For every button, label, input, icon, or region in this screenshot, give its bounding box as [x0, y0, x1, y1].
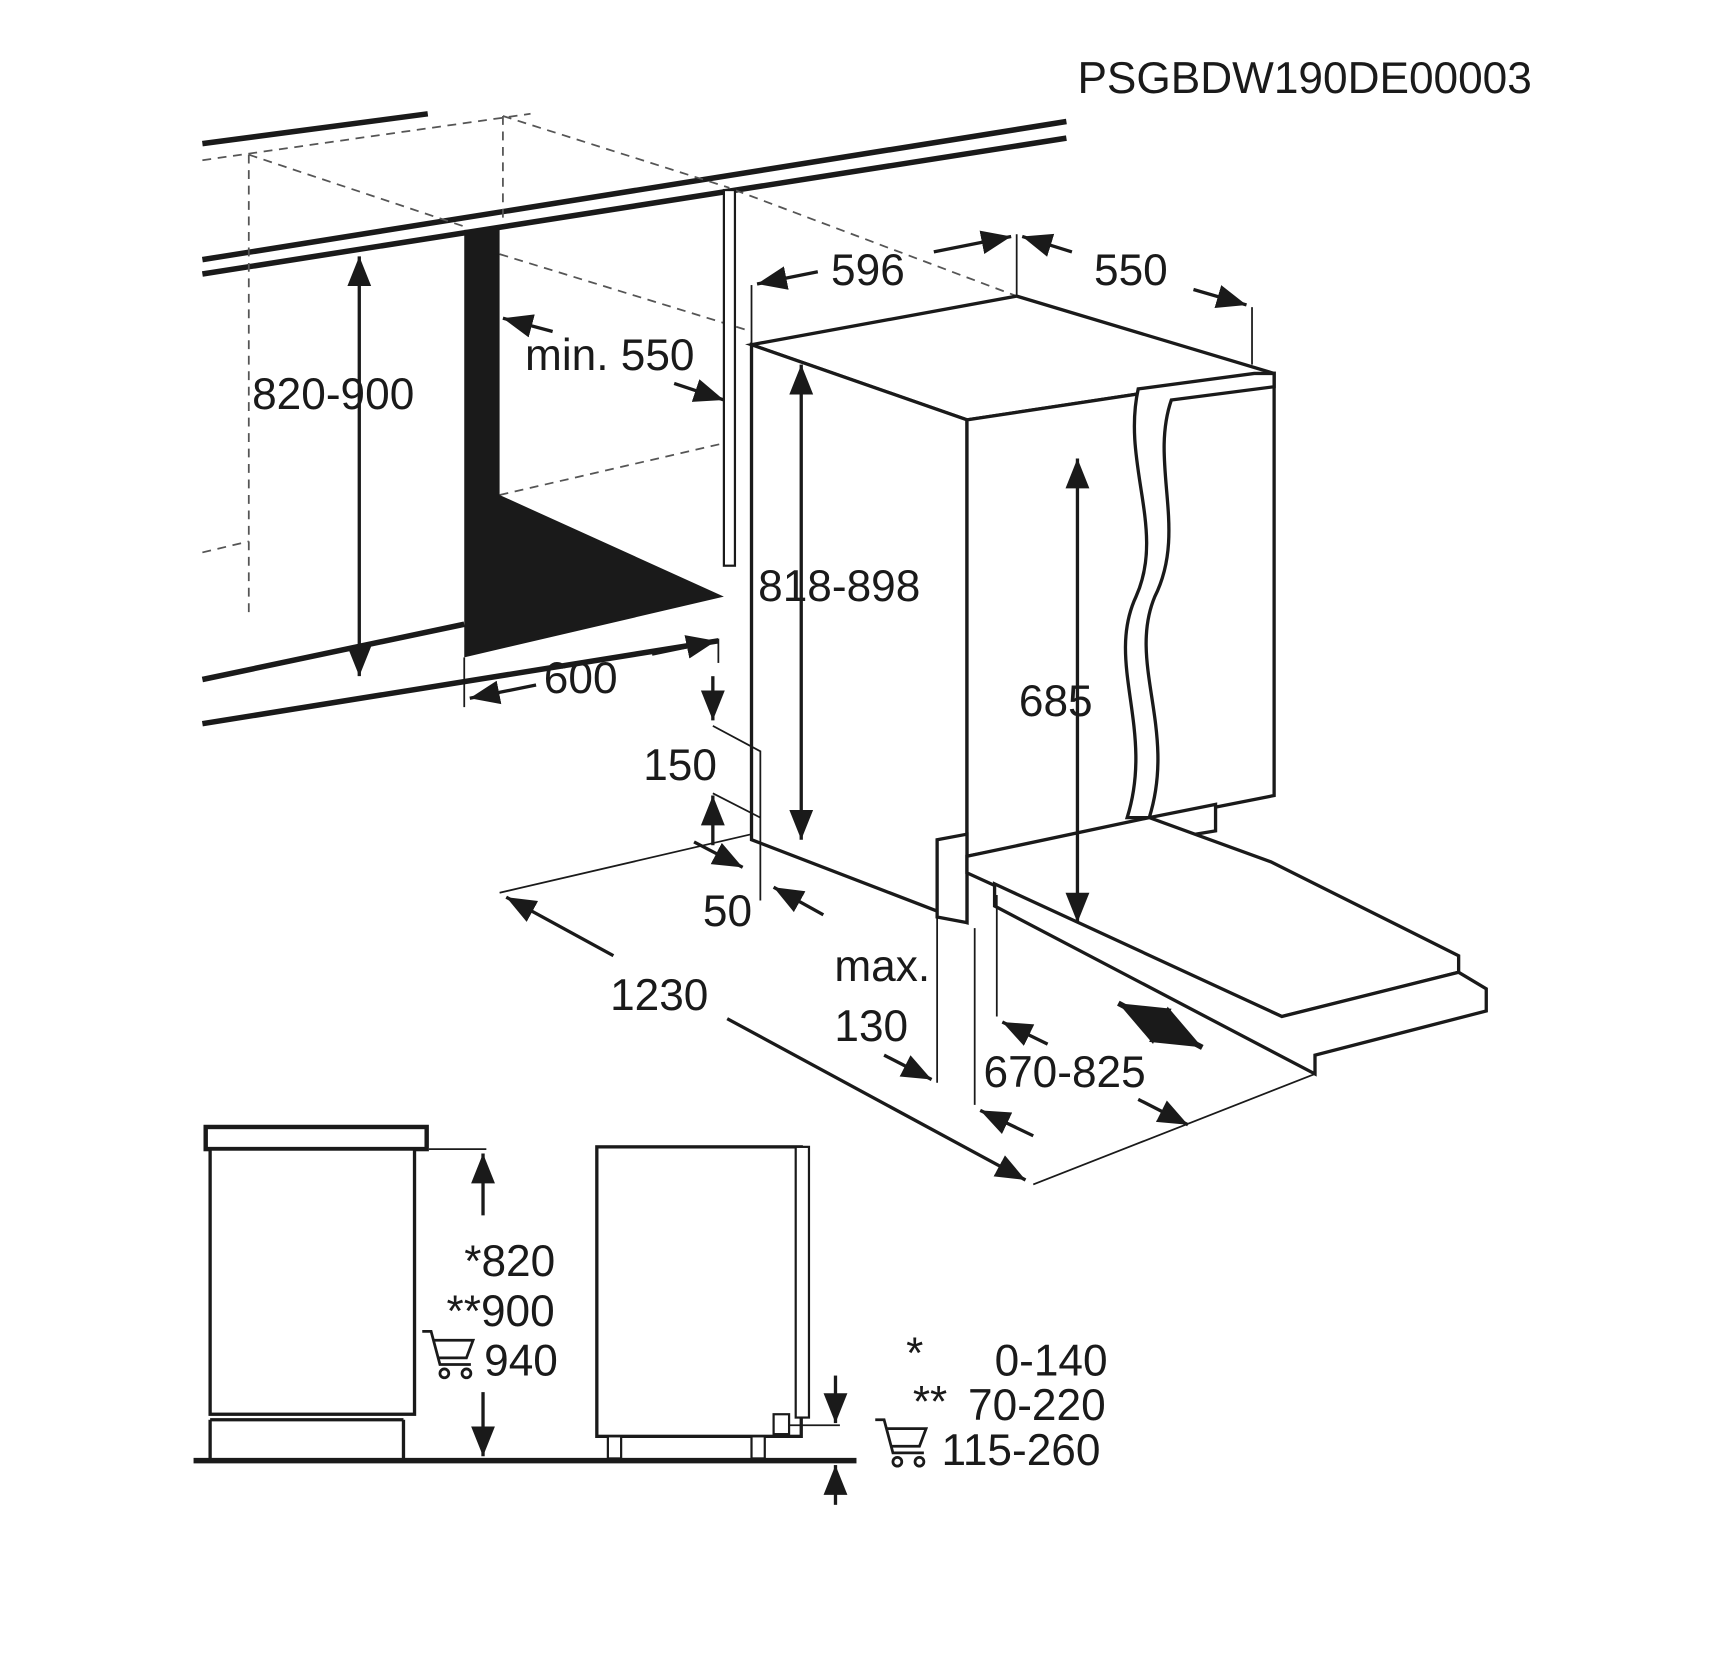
- max-value-label: 130: [834, 1002, 908, 1051]
- door-height-label: 685: [1019, 677, 1093, 726]
- shopping-cart-icon: [875, 1418, 929, 1468]
- cabinet-outline-dashed: [202, 112, 1017, 619]
- height-label-900: **900: [447, 1287, 555, 1336]
- side-view-cabinet: [203, 1124, 429, 1459]
- side-panel: [722, 188, 737, 567]
- plinth-line: [201, 621, 465, 683]
- plinth-height-label: 150: [643, 741, 717, 790]
- appliance-width-label: 596: [831, 246, 905, 295]
- niche-shadow: [464, 229, 724, 658]
- shopping-cart-icon: [422, 1329, 476, 1380]
- door-slide-arrow: [1117, 1000, 1204, 1050]
- foot-adjust-2: 70-220: [968, 1381, 1106, 1430]
- door-open-depth-label: 1230: [610, 971, 708, 1020]
- appliance-height-label: 818-898: [758, 562, 920, 611]
- height-label-940: 940: [484, 1337, 558, 1386]
- height-label-820: *820: [464, 1237, 555, 1286]
- foot-adjust-1: 0-140: [995, 1337, 1108, 1386]
- niche-depth-label: min. 550: [525, 331, 694, 380]
- door-projection-label: 670-825: [984, 1048, 1146, 1097]
- niche-height-label: 820-900: [252, 370, 414, 419]
- foot-marker-1: *: [906, 1329, 923, 1378]
- diagram-code: PSGBDW190DE00003: [1077, 54, 1531, 103]
- plinth-depth-label: 50: [703, 887, 752, 936]
- foot-marker-2: **: [913, 1377, 947, 1426]
- floor-line: [201, 638, 719, 727]
- foot-adjust-3: 115-260: [942, 1426, 1101, 1475]
- appliance-depth-label: 550: [1094, 246, 1168, 295]
- max-label: max.: [834, 942, 930, 991]
- side-view-dishwasher: [595, 1145, 840, 1460]
- countertop: [201, 111, 1067, 277]
- niche-width-label: 600: [544, 654, 618, 703]
